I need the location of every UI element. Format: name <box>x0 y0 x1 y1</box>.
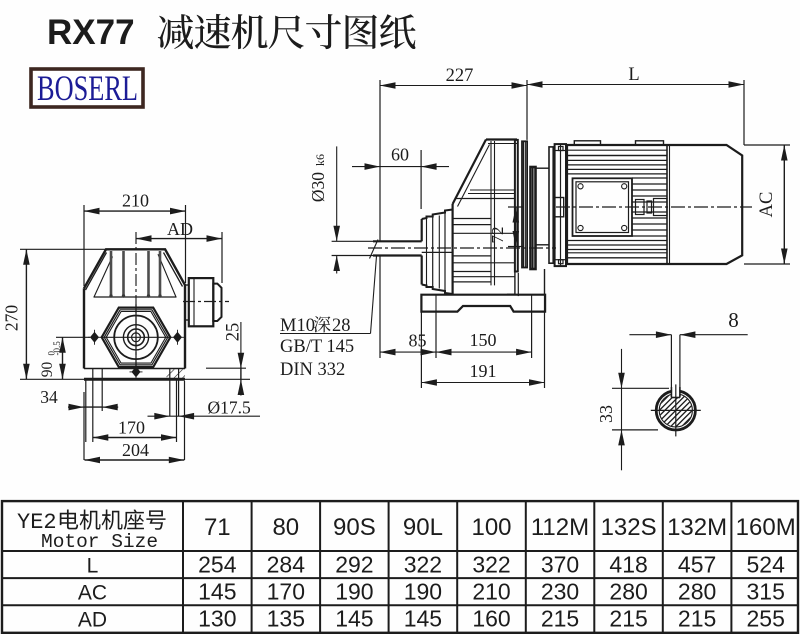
svg-text:135: 135 <box>267 606 305 632</box>
svg-text:112M: 112M <box>531 514 589 541</box>
svg-text:k6: k6 <box>313 154 327 166</box>
svg-text:270: 270 <box>2 305 22 332</box>
svg-text:145: 145 <box>335 606 373 632</box>
svg-text:215: 215 <box>541 606 579 632</box>
svg-text:292: 292 <box>335 552 373 578</box>
svg-text:145: 145 <box>198 579 236 605</box>
svg-text:-0.5: -0.5 <box>52 341 62 356</box>
svg-text:25: 25 <box>224 323 244 342</box>
svg-text:457: 457 <box>678 552 716 578</box>
svg-text:160M: 160M <box>736 514 796 541</box>
svg-text:DIN 332: DIN 332 <box>280 360 345 380</box>
svg-text:145: 145 <box>404 606 442 632</box>
svg-text:GB/T 145: GB/T 145 <box>280 337 354 357</box>
svg-text:85: 85 <box>409 331 427 351</box>
svg-text:280: 280 <box>609 579 647 605</box>
svg-text:255: 255 <box>747 606 785 632</box>
svg-text:90S: 90S <box>333 514 376 541</box>
svg-text:YE2: YE2 <box>17 510 57 535</box>
svg-text:Ø17.5: Ø17.5 <box>208 398 252 418</box>
svg-text:210: 210 <box>472 579 510 605</box>
svg-text:132S: 132S <box>601 514 657 541</box>
svg-text:100: 100 <box>471 514 511 541</box>
svg-text:524: 524 <box>747 552 786 578</box>
svg-text:280: 280 <box>678 579 716 605</box>
svg-text:72: 72 <box>488 227 507 244</box>
svg-text:Ø30: Ø30 <box>308 172 328 202</box>
svg-text:0: 0 <box>47 351 57 356</box>
svg-text:130: 130 <box>198 606 236 632</box>
svg-text:215: 215 <box>678 606 716 632</box>
svg-text:191: 191 <box>470 361 497 381</box>
svg-text:170: 170 <box>267 579 305 605</box>
svg-text:160: 160 <box>472 606 510 632</box>
svg-text:370: 370 <box>541 552 579 578</box>
svg-text:132M: 132M <box>667 514 727 541</box>
svg-text:L: L <box>87 555 99 578</box>
svg-text:230: 230 <box>541 579 579 605</box>
svg-text:M10: M10 <box>280 316 315 336</box>
svg-text:418: 418 <box>609 552 647 578</box>
svg-text:254: 254 <box>198 552 237 578</box>
svg-text:28: 28 <box>332 316 351 336</box>
svg-text:34: 34 <box>40 387 58 407</box>
svg-text:284: 284 <box>267 552 306 578</box>
svg-text:8: 8 <box>728 308 739 332</box>
svg-text:33: 33 <box>596 405 616 423</box>
svg-text:90: 90 <box>39 362 56 378</box>
svg-text:L: L <box>628 65 639 85</box>
svg-text:AD: AD <box>167 219 193 239</box>
svg-text:322: 322 <box>472 552 510 578</box>
svg-text:204: 204 <box>122 440 149 460</box>
svg-text:RX77: RX77 <box>47 13 135 52</box>
svg-text:AC: AC <box>78 582 107 605</box>
svg-text:AD: AD <box>78 609 107 632</box>
svg-text:190: 190 <box>404 579 442 605</box>
svg-text:71: 71 <box>204 514 231 541</box>
svg-text:BOSERL: BOSERL <box>37 68 138 108</box>
svg-text:150: 150 <box>470 330 497 350</box>
svg-text:60: 60 <box>391 145 409 165</box>
svg-text:AC: AC <box>757 192 777 218</box>
svg-text:227: 227 <box>446 66 474 86</box>
svg-text:80: 80 <box>272 514 299 541</box>
svg-text:215: 215 <box>609 606 647 632</box>
svg-text:170: 170 <box>118 418 145 438</box>
svg-text:90L: 90L <box>403 514 443 541</box>
svg-text:315: 315 <box>747 579 785 605</box>
svg-text:Motor Size: Motor Size <box>41 531 158 553</box>
svg-text:190: 190 <box>335 579 373 605</box>
svg-text:322: 322 <box>404 552 442 578</box>
svg-text:210: 210 <box>122 191 149 211</box>
